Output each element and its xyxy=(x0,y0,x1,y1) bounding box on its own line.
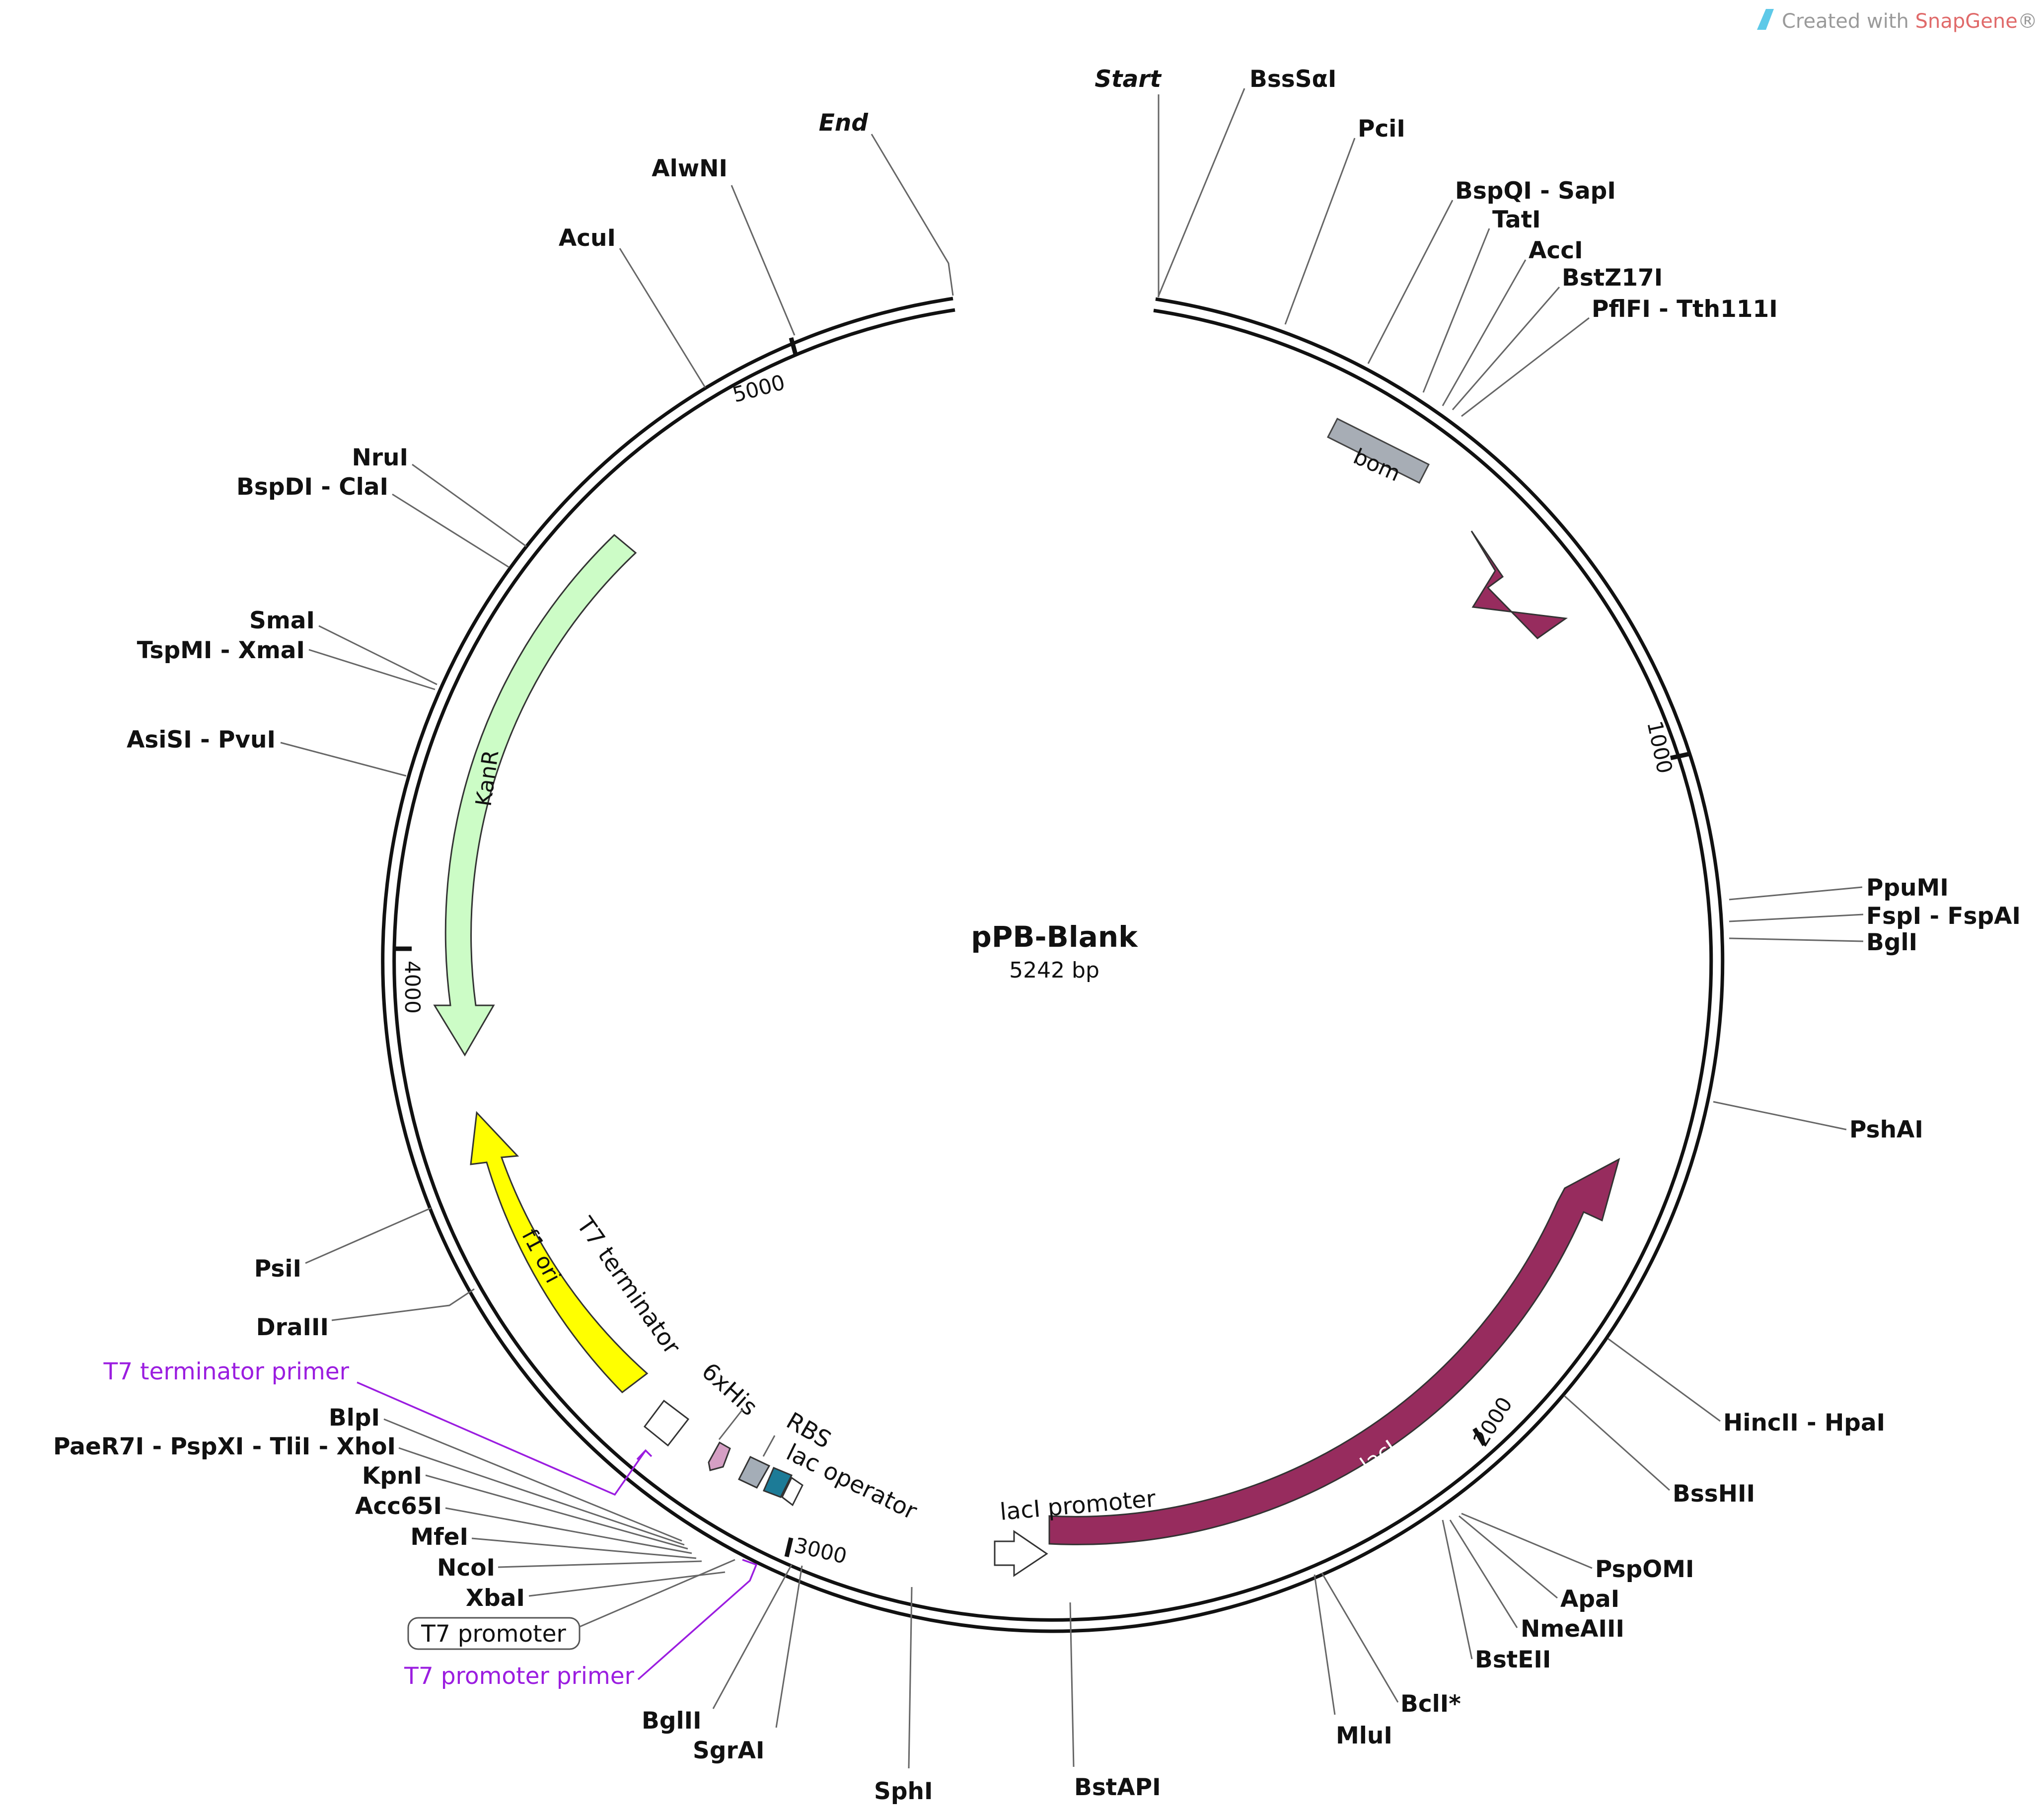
plasmid-name: pPB-Blank xyxy=(971,920,1138,954)
backbone-inner xyxy=(392,308,1713,1622)
enzyme-BglII[interactable]: BglII xyxy=(642,1707,702,1735)
tick-label-1000: 1000 xyxy=(1642,719,1677,776)
feature-RBS[interactable] xyxy=(737,1456,771,1489)
feature-lacI-promoter[interactable] xyxy=(994,1530,1048,1577)
feature-KanR[interactable] xyxy=(433,533,637,1057)
tick-3000 xyxy=(784,1537,794,1558)
svg-text:Created with SnapGene®: Created with SnapGene® xyxy=(1782,10,2038,33)
enzyme-SmaI[interactable]: SmaI xyxy=(249,607,315,634)
enzyme-MfeI[interactable]: MfeI xyxy=(410,1523,468,1551)
feature-f1-ori[interactable] xyxy=(470,1111,649,1393)
feature-lac-operator[interactable] xyxy=(762,1467,793,1498)
enzyme-NcoI[interactable]: NcoI xyxy=(437,1554,495,1582)
enzyme-NmeAIII[interactable]: NmeAIII xyxy=(1521,1615,1624,1643)
enzyme-BstEII[interactable]: BstEII xyxy=(1475,1646,1551,1673)
marker-end: End xyxy=(819,109,869,137)
feature-label-6xHis: 6xHis xyxy=(696,1358,763,1421)
tick-label-5000: 5000 xyxy=(730,370,788,407)
feature-label-lac-operator: lac operator xyxy=(782,1439,922,1525)
primer-mark-t7-terminator xyxy=(357,1381,653,1496)
feature-lacI[interactable] xyxy=(1048,1158,1620,1545)
enzyme-BglI[interactable]: BglI xyxy=(1866,929,1917,956)
origin-markers: Start End xyxy=(819,66,1162,297)
plasmid-length: 5242 bp xyxy=(1009,958,1099,983)
leader-RBS xyxy=(762,1435,776,1457)
leader-end xyxy=(871,134,954,296)
enzyme-BssSaI[interactable]: BssSαI xyxy=(1249,66,1336,93)
enzyme-AsiSI-PvuI[interactable]: AsiSI - PvuI xyxy=(127,726,276,754)
feature-bom[interactable]: bom xyxy=(1326,417,1430,487)
tick-label-2000: 2000 xyxy=(1468,1393,1517,1451)
snapgene-logo-icon xyxy=(1757,9,1774,30)
primer-mark-t7-promoter xyxy=(637,1559,758,1680)
enzyme-DraIII[interactable]: DraIII xyxy=(256,1314,329,1341)
enzymes-left: AlwNI AcuI NruI BspDI - ClaI SmaI TspMI … xyxy=(53,155,796,1612)
enzyme-AcuI[interactable]: AcuI xyxy=(559,225,616,252)
feature-T7-promoter-box[interactable]: T7 promoter xyxy=(407,1617,581,1650)
feature-rop[interactable]: rop xyxy=(1467,531,1568,639)
enzyme-XbaI[interactable]: XbaI xyxy=(466,1585,525,1612)
enzyme-BstAPI[interactable]: BstAPI xyxy=(1074,1774,1161,1801)
snapgene-watermark: Created with SnapGene® xyxy=(1757,9,2038,33)
enzymes-right: BssSαI PciI BspQI - SapI TatI AccI BstZ1… xyxy=(642,66,2021,1805)
enzyme-BspQI-SapI[interactable]: BspQI - SapI xyxy=(1455,177,1616,205)
leader-T7-promoter xyxy=(579,1559,735,1628)
backbone xyxy=(381,297,1725,1633)
enzyme-SphI[interactable]: SphI xyxy=(874,1778,933,1805)
enzyme-Acc65I[interactable]: Acc65I xyxy=(355,1493,442,1520)
feature-T7-terminator[interactable] xyxy=(643,1399,690,1447)
tick-5000 xyxy=(789,337,799,357)
enzyme-PpuMI[interactable]: PpuMI xyxy=(1866,874,1949,902)
backbone-outer xyxy=(381,297,1725,1633)
enzyme-KpnI[interactable]: KpnI xyxy=(362,1462,422,1490)
enzyme-FspI-FspAI[interactable]: FspI - FspAI xyxy=(1866,903,2021,930)
primers: T7 terminator primer T7 promoter primer xyxy=(103,1358,758,1690)
feature-6xHis[interactable] xyxy=(708,1441,731,1471)
feature-T7-promoter-arrow[interactable] xyxy=(781,1476,803,1507)
enzyme-ApaI[interactable]: ApaI xyxy=(1560,1586,1619,1613)
enzyme-NruI[interactable]: NruI xyxy=(352,444,408,471)
enzyme-PshAI[interactable]: PshAI xyxy=(1849,1116,1923,1143)
marker-start: Start xyxy=(1095,66,1162,93)
features: bom rop lacI lacI promoter KanR f1 ori T… xyxy=(407,417,1620,1650)
watermark-brand: SnapGene xyxy=(1915,10,2018,33)
watermark-suffix: ® xyxy=(2018,10,2038,33)
enzyme-TatI[interactable]: TatI xyxy=(1492,206,1541,233)
primer-label-t7-promoter[interactable]: T7 promoter primer xyxy=(404,1663,634,1690)
enzyme-BssHII[interactable]: BssHII xyxy=(1673,1480,1755,1508)
tick-2000 xyxy=(1472,1427,1486,1446)
primer-label-t7-terminator[interactable]: T7 terminator primer xyxy=(103,1358,349,1385)
enzyme-PaeR7I-PspXI-TliI-XhoI[interactable]: PaeR7I - PspXI - TliI - XhoI xyxy=(53,1433,396,1460)
tick-label-4000: 4000 xyxy=(400,961,425,1014)
enzyme-AccI[interactable]: AccI xyxy=(1529,237,1583,264)
enzyme-TspMI-XmaI[interactable]: TspMI - XmaI xyxy=(137,637,305,664)
watermark-prefix: Created with xyxy=(1782,10,1915,33)
enzyme-PciI[interactable]: PciI xyxy=(1358,115,1405,143)
enzyme-MluI[interactable]: MluI xyxy=(1336,1722,1392,1749)
enzyme-AlwNI[interactable]: AlwNI xyxy=(652,155,728,182)
enzyme-PspOMI[interactable]: PspOMI xyxy=(1595,1556,1694,1583)
enzyme-BlpI[interactable]: BlpI xyxy=(329,1404,380,1432)
enzyme-SgrAI[interactable]: SgrAI xyxy=(693,1737,765,1764)
tick-label-3000: 3000 xyxy=(792,1533,849,1569)
tick-1000 xyxy=(1670,752,1689,760)
enzyme-BclI[interactable]: BclI* xyxy=(1400,1690,1461,1718)
enzyme-PflFI-Tth111I[interactable]: PflFI - Tth111I xyxy=(1592,296,1778,323)
enzyme-BspDI-ClaI[interactable]: BspDI - ClaI xyxy=(236,473,388,501)
enzyme-PsiI[interactable]: PsiI xyxy=(254,1255,301,1283)
enzyme-HincII-HpaI[interactable]: HincII - HpaI xyxy=(1723,1409,1885,1437)
enzyme-BstZ17I[interactable]: BstZ17I xyxy=(1562,264,1663,292)
feature-label-T7-promoter: T7 promoter xyxy=(421,1620,566,1648)
leader-6xHis xyxy=(718,1409,743,1440)
